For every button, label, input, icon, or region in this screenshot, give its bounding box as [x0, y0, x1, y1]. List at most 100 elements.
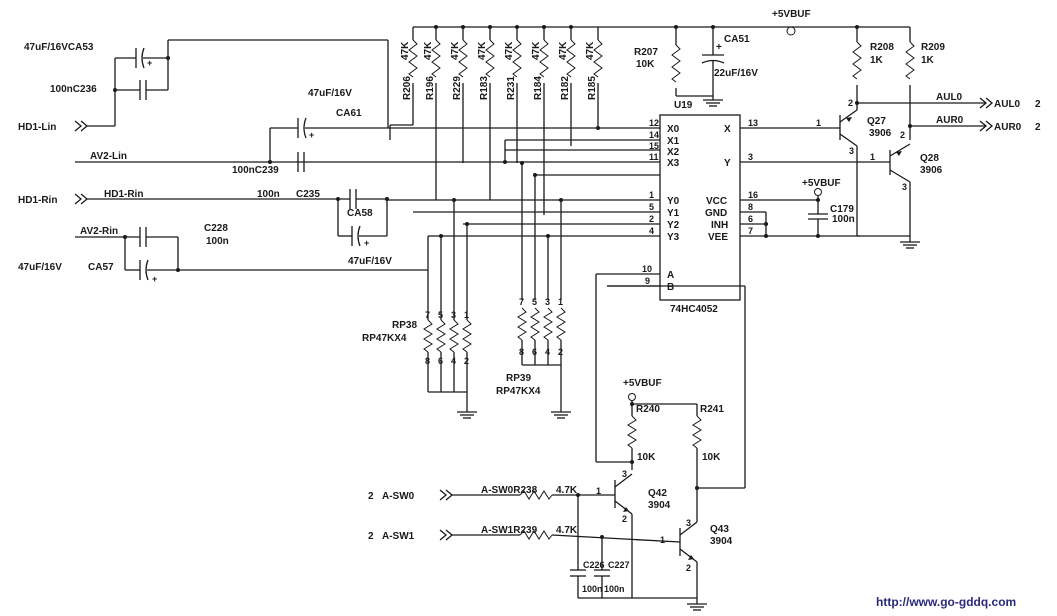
pin-9: 9: [645, 276, 650, 286]
aur0-net: AUR0: [936, 115, 964, 126]
pin-y3: Y3: [667, 232, 680, 243]
r184-name: R184: [533, 76, 544, 100]
pin-16: 16: [748, 190, 758, 200]
c226-name: C226: [583, 560, 605, 570]
resistor-r231: 47K R231: [504, 27, 522, 163]
q28-pin2: 2: [900, 130, 905, 140]
rp38-pin3: 3: [451, 310, 456, 320]
resistor-r196: 47K R196: [423, 27, 441, 200]
r231-name: R231: [506, 76, 517, 100]
q43-pin3: 3: [686, 518, 691, 528]
transistor-q28: 1 2 3 Q28 3906: [857, 124, 985, 249]
c179-name: C179: [830, 204, 854, 215]
pin-b: B: [667, 282, 674, 293]
pin-y0: Y0: [667, 196, 680, 207]
c236-label: 100nC236: [50, 84, 97, 95]
ca57-name: CA57: [88, 262, 114, 273]
pin-2: 2: [649, 214, 654, 224]
r229-value: 47K: [450, 41, 461, 60]
hd1-rin-label: HD1-Rin: [18, 195, 57, 206]
rp38-name: RP38: [392, 320, 417, 331]
pin-y2: Y2: [667, 220, 680, 231]
pin-y1: Y1: [667, 208, 680, 219]
c227-value: 100n: [604, 584, 625, 594]
r240-name: R240: [636, 404, 660, 415]
asw0-pin: 2: [368, 491, 374, 502]
pin-5: 5: [649, 202, 654, 212]
rp39-pin1: 1: [558, 297, 563, 307]
capacitor-ca51: + CA51 22uF/16V U19: [674, 27, 758, 111]
control-switch-section: +5VBUF R240 10K R241 10K 3 1 2 Q42: [368, 274, 746, 611]
r184-value: 47K: [531, 41, 542, 60]
c179-value: 100n: [832, 214, 855, 225]
pin-8: 8: [748, 202, 753, 212]
input-hd1-rin: HD1-Rin HD1-Rin 100n C235 + CA58 47uF/16…: [18, 189, 392, 267]
ground-symbol: [687, 598, 707, 611]
hd1-lin-label: HD1-Lin: [18, 122, 56, 133]
q43-pin1: 1: [660, 535, 665, 545]
r231-value: 47K: [504, 41, 515, 60]
input-ca61-c239: 47uF/16V CA61 + 100nC239: [232, 88, 388, 176]
ground-symbol: [703, 99, 723, 107]
c227-name: C227: [608, 560, 630, 570]
av2-rin-label: AV2-Rin: [80, 226, 118, 237]
resistor-r183: 47K R183: [477, 27, 495, 200]
supply-rail-top: +5VBUF: [413, 9, 910, 36]
r183-value: 47K: [477, 41, 488, 60]
pin-13: 13: [748, 118, 758, 128]
r240-value: 10K: [637, 452, 656, 463]
r239-value: 4.7K: [556, 525, 578, 536]
resistor-r229: 47K R229: [450, 27, 468, 163]
asw0-label: A-SW0: [382, 491, 415, 502]
pin-inh: INH: [711, 220, 728, 231]
r196-name: R196: [425, 76, 436, 100]
aul0-net: AUL0: [936, 92, 963, 103]
pin-a: A: [667, 270, 674, 281]
pin-y: Y: [724, 158, 731, 169]
c228-value: 100n: [206, 236, 229, 247]
ca61-plus: +: [309, 130, 314, 140]
ca58-name: CA58: [347, 208, 373, 219]
watermark-url: http://www.go-gddq.com: [876, 595, 1016, 609]
capacitor-c179: +5VBUF C179 100n: [802, 178, 855, 238]
pin-14: 14: [649, 130, 659, 140]
r183-name: R183: [479, 76, 490, 100]
pin-15: 15: [649, 141, 659, 151]
q42-pin1: 1: [596, 486, 601, 496]
ground-symbol: [900, 241, 920, 249]
r241-value: 10K: [702, 452, 721, 463]
r208-name: R208: [870, 42, 894, 53]
vbuf-top-label: +5VBUF: [772, 9, 811, 20]
r207-name: R207: [634, 47, 658, 58]
rp39-pin8: 8: [519, 347, 524, 357]
vbuf-mid-label: +5VBUF: [802, 178, 841, 189]
q27-pin3: 3: [849, 146, 854, 156]
pin-4: 4: [649, 226, 654, 236]
q28-pin3: 3: [902, 182, 907, 192]
resistor-r185: 47K R185: [585, 27, 603, 128]
aul0-port: AUL0: [994, 99, 1021, 110]
r238-value: 4.7K: [556, 485, 578, 496]
input-hd1-lin: HD1-Lin + 47uF/16VCA53 100nC236: [18, 39, 600, 133]
r196-value: 47K: [423, 41, 434, 60]
rp39-pin3: 3: [545, 297, 550, 307]
rp38-pin5: 5: [438, 310, 443, 320]
q27-pin1: 1: [816, 118, 821, 128]
ca51-plus: +: [716, 42, 722, 53]
ca51-value: 22uF/16V: [714, 68, 758, 79]
r185-name: R185: [587, 76, 598, 100]
pin-12: 12: [649, 118, 659, 128]
c235-value: 100n: [257, 189, 280, 200]
asw1-pin: 2: [368, 531, 374, 542]
ca61-name: CA61: [336, 108, 362, 119]
q42-name: Q42: [648, 488, 667, 499]
q43-pin2: 2: [686, 563, 691, 573]
ground-symbol: [457, 411, 477, 419]
rp38-pin4: 4: [451, 356, 456, 366]
ca57-plus: +: [152, 274, 157, 284]
r209-name: R209: [921, 42, 945, 53]
pin-10: 10: [642, 264, 652, 274]
ca53-plus: +: [147, 58, 152, 68]
ground-symbol: [551, 411, 571, 419]
